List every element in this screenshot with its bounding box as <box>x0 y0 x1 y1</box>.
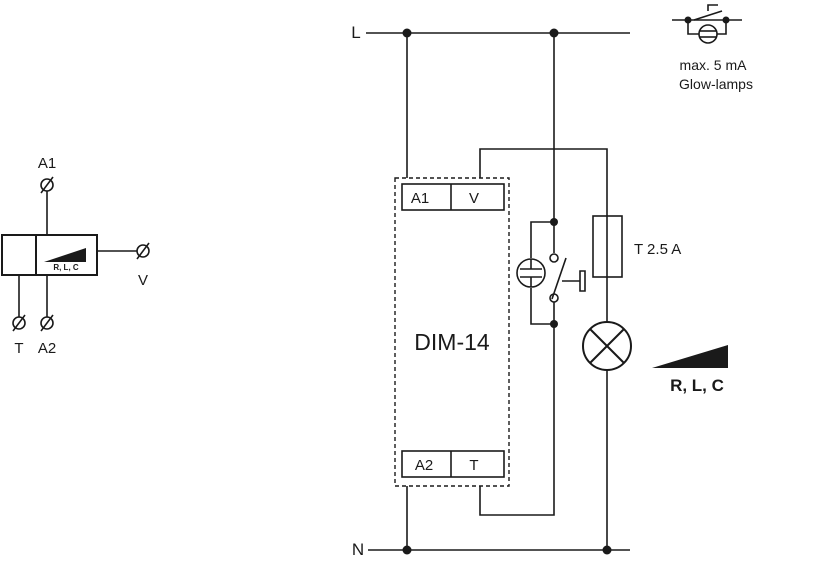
line-l-label: L <box>351 23 360 42</box>
dimmer-ramp-icon <box>44 248 86 262</box>
symbol-rlc-label: R, L, C <box>53 263 79 272</box>
symbol-a1-label: A1 <box>38 155 56 172</box>
t-control-wire <box>479 324 555 516</box>
load-type-label: R, L, C <box>670 376 724 395</box>
symbol-a2-terminal <box>40 314 54 332</box>
symbol-a2-label: A2 <box>38 340 56 357</box>
terminal-v-label: V <box>469 190 479 207</box>
symbol-t-terminal <box>12 314 26 332</box>
symbol-a1-terminal <box>40 176 54 194</box>
terminal-t-label: T <box>469 457 478 474</box>
device-name-label: DIM-14 <box>414 329 490 355</box>
main-circuit: L N DIM-14 A1 V A2 T <box>351 23 728 559</box>
device-symbol: A1 R, L, C V T A2 <box>1 155 150 357</box>
glow-lamp-small-icon <box>698 24 718 44</box>
switch-blade <box>551 257 567 300</box>
lamp-icon <box>582 321 632 371</box>
small-switch-blade <box>693 10 723 21</box>
line-n-label: N <box>352 540 364 559</box>
push-button-icon <box>562 270 586 292</box>
v-output-wire <box>479 148 608 216</box>
fuse-label: T 2.5 A <box>634 241 681 258</box>
symbol-v-terminal <box>136 242 150 260</box>
bottom-terminal-block <box>401 450 505 478</box>
small-push-button-icon <box>707 4 718 11</box>
symbol-body <box>1 234 98 276</box>
note-line-2: Glow-lamps <box>679 76 753 92</box>
switch-contact <box>549 253 559 263</box>
terminal-a1-label: A1 <box>411 190 429 207</box>
note-line-1: max. 5 mA <box>680 57 748 73</box>
symbol-t-label: T <box>14 340 23 357</box>
dim14-device <box>394 177 510 487</box>
top-terminal-block <box>401 183 505 211</box>
load-ramp-icon <box>652 345 728 368</box>
glow-lamp-note: max. 5 mA Glow-lamps <box>672 4 753 92</box>
symbol-v-label: V <box>138 272 148 289</box>
glow-lamp-icon <box>516 258 546 288</box>
terminal-a2-label: A2 <box>415 457 433 474</box>
